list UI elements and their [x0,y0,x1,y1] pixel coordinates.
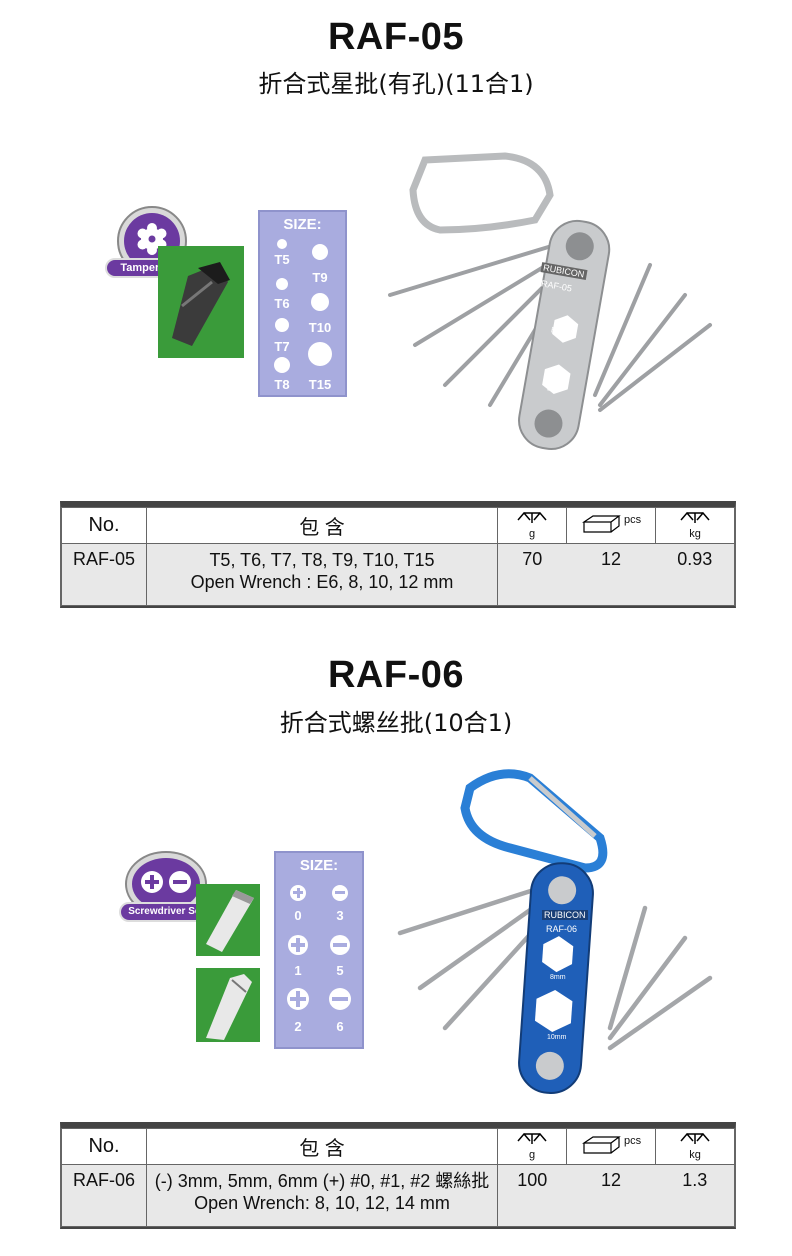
size-label: 0 [294,908,302,923]
cell-pcs: 12 [566,543,656,606]
col-pcs-header: pcs [566,507,656,544]
cell-no: RAF-06 [61,1164,147,1227]
tool-mark-label: 10mm [547,1034,567,1041]
scale-icon [680,1132,710,1144]
contents-line: (-) 3mm, 5mm, 6mm (+) #0, #1, #2 螺絲批 [154,1171,490,1191]
col-no-header: No. [61,507,147,544]
col-no-header: No. [61,1128,147,1165]
box-icon [581,1136,621,1154]
col-pcs-header: pcs [566,1128,656,1165]
size-label: 6 [336,1019,344,1034]
scale-icon [517,511,547,523]
unit-kg: kg [689,1149,701,1161]
size-label: T7 [274,339,290,354]
raf06-tool-image: RUBICON RAF-06 8mm 10mm [390,768,725,1098]
col-weight-kg-header: kg [655,507,735,544]
product-subtitle-raf06: 折合式螺丝批(10合1) [279,709,513,737]
phillips-bit-illustration [196,968,260,1042]
contents-line: Open Wrench : E6, 8, 10, 12 mm [190,572,454,592]
raf05-tool-image: RUBICON RAF-05 E6 E8 [385,150,720,450]
size-label: T6 [274,296,290,311]
cell-no: RAF-05 [61,543,147,606]
scale-icon [680,511,710,523]
tool-mark-label: E8 [546,383,558,394]
col-contents-header: 包 含 [146,1128,498,1165]
size-card-raf05: SIZE: T5 T9 T6 T10 T7 T8 T15 [258,210,347,397]
col-weight-g-header: g [497,1128,567,1165]
size-label: T5 [274,252,290,267]
unit-kg: kg [689,528,701,540]
size-heading: SIZE: [299,857,339,874]
product-title-raf06: RAF-06 [327,654,465,696]
cell-contents: (-) 3mm, 5mm, 6mm (+) #0, #1, #2 螺絲批 Ope… [146,1164,498,1227]
cell-weight-g: 100 [497,1164,567,1227]
col-contents-header: 包 含 [146,507,498,544]
product-subtitle-raf05: 折合式星批(有孔)(11合1) [258,70,534,98]
cell-weight-g: 70 [497,543,567,606]
size-card-raf06: SIZE: 0 3 1 5 2 6 [274,851,364,1049]
size-label: 1 [294,963,302,978]
tool-mark-label: 8mm [550,974,566,981]
size-label: 3 [336,908,344,923]
unit-g: g [528,528,536,540]
col-weight-g-header: g [497,507,567,544]
cell-contents: T5, T6, T7, T8, T9, T10, T15 Open Wrench… [146,543,498,606]
size-label: T9 [312,270,328,285]
unit-pcs: pcs [623,1135,642,1147]
torx-bit-illustration [158,246,244,358]
scale-icon [517,1132,547,1144]
contents-line: T5, T6, T7, T8, T9, T10, T15 [209,550,435,570]
size-label: T8 [274,377,290,392]
size-label: T10 [308,320,332,335]
size-label: 2 [294,1019,302,1034]
cell-weight-kg: 1.3 [655,1164,735,1227]
torx-size-icons [274,239,332,373]
tool-brand-label: RUBICON [542,910,588,920]
cell-weight-kg: 0.93 [655,543,735,606]
size-label: 5 [336,963,344,978]
spec-table-raf06: No. 包 含 g pcs kg RAF-06 (-) 3mm, 5mm, 6m… [60,1122,736,1229]
box-icon [581,515,621,533]
screwdriver-set-badge: Screwdriver Set [118,848,214,928]
tool-model-label: RAF-06 [546,924,578,934]
spec-table-raf05: No. 包 含 g pcs kg RAF-05 T5, T6, T7, T8, … [60,501,736,608]
screwdriver-size-icons [287,885,351,1010]
size-label: T15 [308,377,332,392]
contents-line: Open Wrench: 8, 10, 12, 14 mm [194,1193,450,1213]
unit-g: g [528,1149,536,1161]
product-title-raf05: RAF-05 [327,16,465,58]
col-weight-kg-header: kg [655,1128,735,1165]
tool-mark-label: E6 [550,325,562,336]
cell-pcs: 12 [566,1164,656,1227]
unit-pcs: pcs [623,514,642,526]
size-heading: SIZE: [283,216,322,233]
badge-label: Screwdriver Set [128,906,204,917]
flat-bit-illustration [196,884,260,956]
